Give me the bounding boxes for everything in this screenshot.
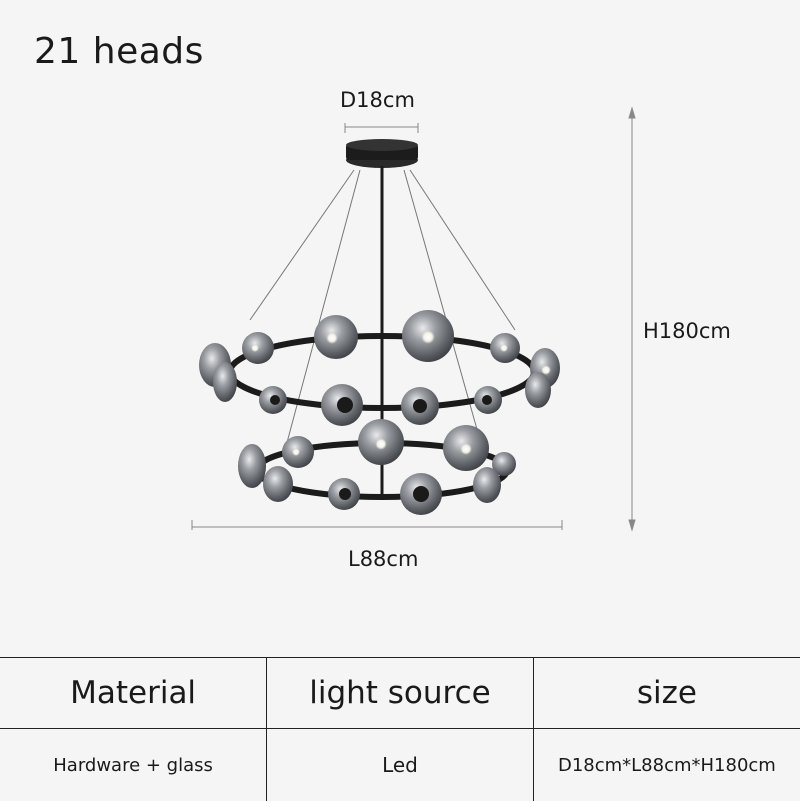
glass-globe (443, 425, 489, 471)
glass-globe (321, 384, 363, 426)
spec-value-size: D18cm*L88cm*H180cm (533, 729, 800, 801)
chandelier-illustration (0, 0, 800, 640)
glass-globe (358, 419, 404, 465)
spec-value-light-source: Led (267, 729, 534, 801)
spec-header-material: Material (0, 658, 267, 729)
glass-globe (400, 473, 442, 515)
ceiling-canopy (346, 139, 418, 168)
glass-globe (242, 332, 274, 364)
glass-globe (314, 315, 358, 359)
spec-table: Material light source size Hardware + gl… (0, 657, 800, 801)
glass-globe (199, 343, 237, 402)
spec-value-material: Hardware + glass (0, 729, 267, 801)
spec-value-row: Hardware + glass Led D18cm*L88cm*H180cm (0, 729, 800, 801)
lower-ring-globes (238, 419, 516, 515)
glass-globe (401, 387, 439, 425)
spec-header-row: Material light source size (0, 658, 800, 729)
glass-globe (282, 436, 314, 468)
spec-header-light-source: light source (267, 658, 534, 729)
canopy-dimension-line (345, 123, 418, 133)
length-dimension-line (192, 520, 562, 530)
height-dimension-line (629, 108, 635, 530)
glass-globe (474, 386, 502, 414)
spec-header-size: size (533, 658, 800, 729)
glass-globe (490, 333, 520, 363)
glass-globe (259, 386, 287, 414)
glass-globe (525, 348, 560, 408)
glass-globe (402, 310, 454, 362)
glass-globe (328, 478, 360, 510)
